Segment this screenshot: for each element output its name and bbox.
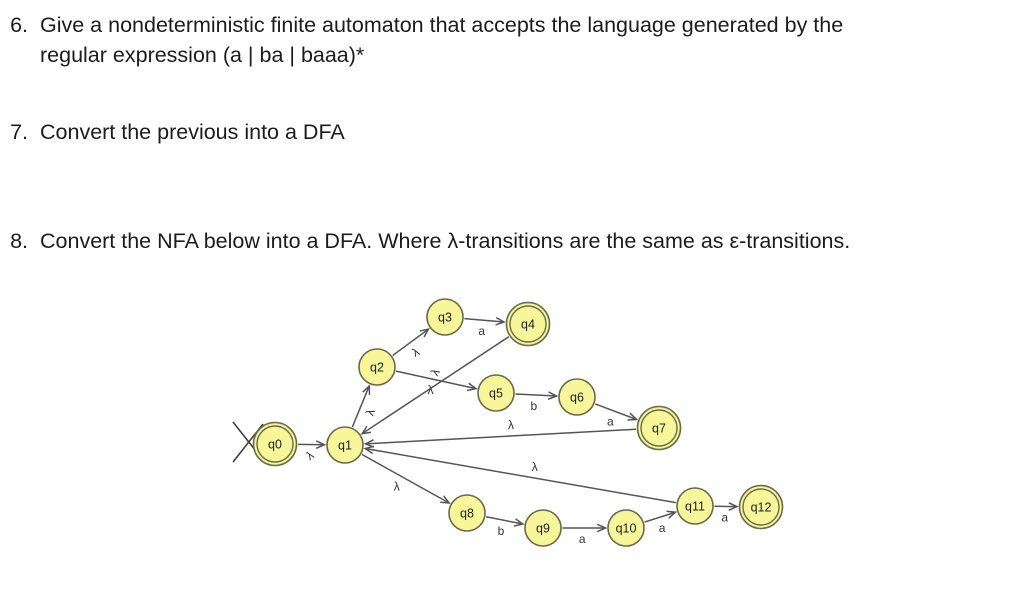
question-item-8: 8. Convert the NFA below into a DFA. Whe… [0, 226, 850, 256]
edge-q6-to-q7: a [594, 403, 639, 428]
question-number-7: 7. [10, 120, 28, 144]
question-text-6: Give a nondeterministic finite automaton… [40, 13, 844, 67]
state-node-q12[interactable]: q12 [738, 484, 784, 530]
state-node-q11[interactable]: q11 [676, 487, 714, 525]
edge-label-q1-q8: λ [394, 479, 400, 493]
edge-q8-to-q9: b [485, 516, 525, 538]
question-item-6: 6. Give a nondeterministic finite automa… [0, 10, 900, 70]
question-number-6: 6. [10, 13, 28, 37]
edge-q9-to-q10: a [562, 523, 608, 546]
state-label-q0: q0 [268, 438, 282, 452]
state-label-q7: q7 [652, 422, 666, 436]
state-label-q12: q12 [751, 501, 772, 515]
state-node-q3[interactable]: q3 [426, 298, 464, 336]
edge-label-q10-q11: a [659, 521, 666, 535]
state-label-q4: q4 [521, 318, 535, 332]
state-label-q6: q6 [570, 391, 584, 405]
edge-q5-to-q6: b [515, 391, 559, 413]
state-label-q11: q11 [685, 500, 705, 514]
edge-q0-to-q1: λ [297, 440, 327, 463]
edge-q1-to-q2: λ [351, 384, 378, 428]
state-label-q9: q9 [536, 522, 550, 536]
edge-label-q5-q6: b [530, 399, 537, 413]
edge-q3-to-q4: a [464, 316, 506, 338]
edge-label-q3-q4: a [478, 324, 485, 338]
state-label-q3: q3 [438, 311, 452, 325]
state-node-q0[interactable]: q0 [252, 421, 298, 467]
question-item-7: 7. Convert the previous into a DFA [0, 117, 345, 147]
edge-label-q0-q1: λ [304, 448, 317, 463]
edge-label-q7-q1: λ [508, 418, 514, 432]
edge-label-q1-q2: λ [363, 407, 378, 417]
state-label-q8: q8 [460, 507, 474, 521]
edge-label-q9-q10: a [579, 532, 586, 546]
edge-q2-to-q3: λ [392, 328, 430, 360]
state-label-q5: q5 [489, 387, 503, 401]
question-text-8: Convert the NFA below into a DFA. Where … [40, 229, 851, 253]
edge-q7-to-q1: λ [363, 418, 637, 448]
state-label-q1: q1 [338, 439, 352, 453]
edge-q1-to-q8: λ [361, 453, 451, 504]
edge-label-q6-q7: a [607, 414, 614, 428]
state-node-q10[interactable]: q10 [607, 509, 645, 547]
edge-q10-to-q11: a [644, 510, 678, 535]
edge-label-q11-q1: λ [532, 460, 538, 474]
nodes-layer: q0 q1 q2 q3 q4 q5 q6 q7 q8 q9 q10 q11 q12 [252, 298, 784, 547]
edge-label-q8-q9: b [498, 524, 505, 538]
state-node-q6[interactable]: q6 [558, 378, 596, 416]
state-node-q2[interactable]: q2 [358, 348, 396, 386]
state-node-q7[interactable]: q7 [636, 405, 682, 451]
edge-label-q2-q3: λ [410, 345, 422, 360]
edge-q11-to-q1: λ [363, 445, 676, 504]
edge-label-q2-q5: λ [427, 383, 433, 397]
state-label-q2: q2 [370, 361, 384, 375]
question-number-8: 8. [10, 229, 28, 253]
state-node-q5[interactable]: q5 [477, 374, 515, 412]
edge-q2-to-q5: λ [395, 370, 478, 397]
state-node-q9[interactable]: q9 [524, 509, 562, 547]
state-node-q1[interactable]: q1 [326, 426, 364, 464]
state-node-q4[interactable]: q4 [505, 301, 551, 347]
edge-label-q4-q1: λ [428, 366, 443, 378]
state-label-q10: q10 [616, 522, 637, 536]
question-text-7: Convert the previous into a DFA [40, 120, 345, 144]
edge-label-q11-q12: a [721, 510, 728, 524]
edge-q11-to-q12: a [714, 502, 739, 524]
state-node-q8[interactable]: q8 [448, 494, 486, 532]
